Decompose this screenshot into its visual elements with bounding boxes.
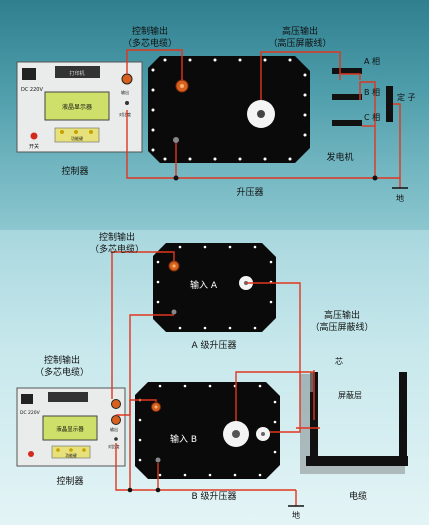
- shield-label: 屏蔽层: [338, 390, 362, 400]
- func-label-bottom: 功能键: [65, 453, 77, 458]
- cable: [300, 372, 408, 474]
- lcd-screen-bottom: [42, 415, 98, 441]
- printer-slot: [55, 66, 100, 78]
- output-port-b1: [111, 399, 121, 409]
- function-keys: [54, 127, 100, 143]
- input-a-label: 输入 A: [190, 279, 218, 291]
- transformer-a: [153, 243, 276, 332]
- top-wire-dots: [173, 175, 378, 181]
- lcd-screen: [44, 91, 110, 121]
- ctrl-out-a-label-2: （多芯电缆）: [90, 243, 144, 255]
- phase-a-label: A 相: [364, 56, 380, 66]
- generator-phases: [332, 68, 393, 126]
- ctrl-out-b-label-1: 控制输出: [44, 354, 80, 366]
- contrast-label-bottom: 对比度: [108, 444, 120, 449]
- ctrl-out-a-label-1: 控制输出: [99, 231, 135, 243]
- hv-out-label-1: 高压输出: [282, 25, 318, 37]
- controller-label: 控制器: [61, 165, 88, 177]
- ground-label-top: 地: [396, 193, 404, 203]
- lcd-label: 液晶显示器: [62, 103, 92, 111]
- hv-out-b-label-2: （高压屏蔽线）: [310, 321, 373, 333]
- printer-label: 打印机: [69, 70, 84, 77]
- cable-shield-bottom: [306, 456, 408, 466]
- func-label: 功能键: [71, 135, 83, 141]
- bottom-wire-dots: [127, 487, 161, 493]
- input-b-label: 输入 B: [170, 433, 197, 445]
- wires-top: [126, 49, 401, 188]
- controller-top: DC 220V 打印机 液晶显示器 功能键 开关 输出 对比度: [16, 61, 143, 153]
- generator-label: 发电机: [326, 151, 353, 163]
- phase-c-label: C 相: [364, 112, 380, 122]
- controller-bottom: DC 220V 液晶显示器 功能键 输出 对比度: [16, 387, 126, 467]
- ground-label-bottom: 地: [292, 510, 300, 520]
- dc-label: DC 220V: [21, 87, 43, 93]
- core-label: 芯: [335, 356, 343, 366]
- cable-label: 电缆: [349, 490, 367, 502]
- transformer-label: 升压器: [236, 187, 263, 198]
- lcd-label-bottom: 液晶显示器: [56, 425, 84, 433]
- cable-shield-right: [399, 372, 407, 462]
- transformer-a-label: A 级升压器: [191, 339, 236, 351]
- transformer-b-label: B 级升压器: [191, 490, 236, 502]
- stator-label: 定 子: [397, 92, 416, 102]
- logo-icon-bottom: [21, 394, 33, 404]
- controller-label-bottom: 控制器: [56, 475, 83, 487]
- printer-slot-bottom: [48, 392, 88, 402]
- output-label-bottom: 输出: [110, 426, 118, 432]
- dc-label-bottom: DC 220V: [20, 410, 41, 416]
- phase-b-label: B 相: [364, 87, 380, 97]
- stator-bar: [386, 86, 393, 122]
- power-switch: [30, 132, 38, 140]
- ctrl-out-label-2: （多芯电缆）: [123, 37, 177, 49]
- ctrl-out-b-label-2: （多芯电缆）: [35, 366, 89, 378]
- output-port-b2: [111, 415, 121, 425]
- logo-icon: [22, 68, 36, 80]
- output-label: 输出: [121, 89, 129, 95]
- transformer-top: [148, 56, 310, 163]
- power-switch-bottom: [28, 451, 34, 457]
- wires-bottom: [111, 251, 320, 506]
- hv-out-label-2: （高压屏蔽线）: [268, 37, 331, 49]
- ctrl-out-label-1: 控制输出: [132, 25, 168, 37]
- power-label: 开关: [29, 143, 39, 150]
- transformer-b: [135, 382, 280, 479]
- function-keys-bottom: [51, 445, 91, 459]
- contrast-label: 对比度: [119, 111, 131, 117]
- hv-out-b-label-1: 高压输出: [324, 309, 360, 321]
- output-port: [121, 73, 133, 85]
